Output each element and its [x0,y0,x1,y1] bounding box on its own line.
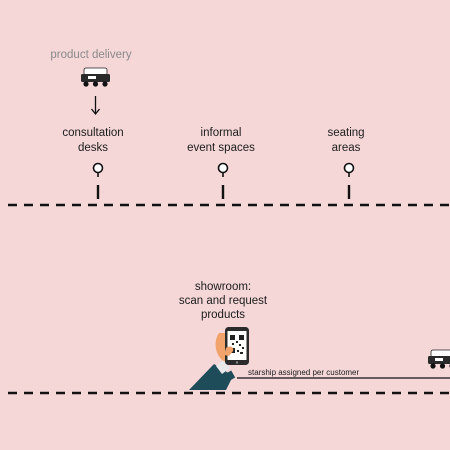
qr-phone-icon [189,327,249,390]
showroom-label-line3: products [200,309,246,321]
product-delivery-label: product delivery [50,49,132,61]
location-pin-icon [217,162,229,199]
showroom-label-line2: scan and request [178,295,268,307]
showroom-label: showroom: scan and request products [168,280,278,322]
assignment-label: starship assigned per customer [248,368,360,377]
location-pin-icon [92,162,104,199]
station-label-informal-event-spaces: informal event spaces [176,126,266,156]
location-pin-icon [343,162,355,199]
station-label-line2: desks [77,142,109,154]
delivery-robot-icon [428,349,450,369]
station-label-line1: consultation [62,127,124,139]
station-label-consultation-desks: consultation desks [48,126,138,156]
station-label-seating-areas: seating areas [314,126,378,156]
down-arrow-icon [90,96,101,116]
station-label-line2: event spaces [187,142,255,154]
delivery-robot-icon [81,67,110,87]
station-label-line1: seating [327,127,365,139]
showroom-label-line1: showroom: [194,281,252,293]
station-label-line1: informal [200,127,242,139]
station-label-line2: areas [331,142,361,154]
